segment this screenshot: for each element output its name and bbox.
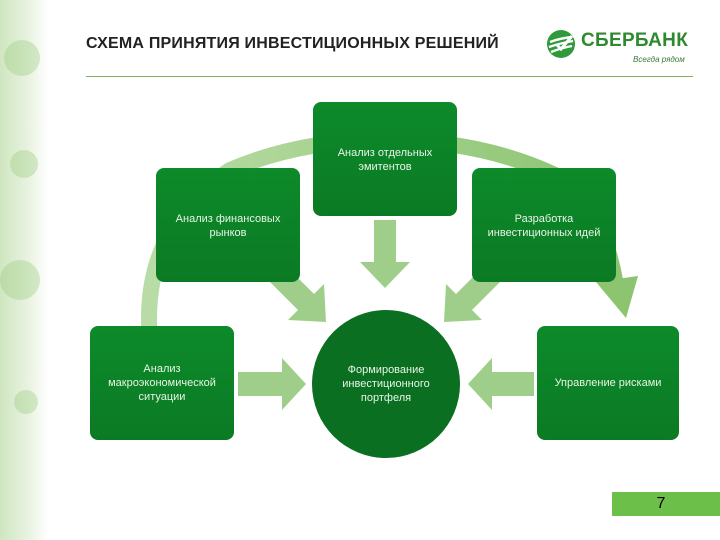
page-number: 7: [656, 495, 666, 512]
logo-name: СБЕРБАНК: [581, 30, 689, 51]
arrow-issuers-to-portfolio: [360, 220, 410, 288]
node-market-analysis-label: Анализ финансовых рынков: [175, 213, 281, 239]
node-issuer-analysis: Анализ отдельных эмитентов: [313, 102, 457, 216]
node-investment-ideas: Разработка инвестиционных идей: [472, 168, 616, 282]
sberbank-logo: СБЕРБАНК Всегда рядом: [545, 28, 695, 68]
node-portfolio-formation-label: Формирование инвестиционного портфеля: [342, 364, 430, 404]
title-divider: [86, 76, 693, 77]
node-risk-management: Управление рисками: [537, 326, 679, 440]
node-macro-analysis: Анализ макроэкономической ситуации: [90, 326, 234, 440]
node-portfolio-formation: Формирование инвестиционного портфеля: [312, 310, 460, 458]
sberbank-logo-icon: [547, 30, 575, 58]
node-market-analysis: Анализ финансовых рынков: [156, 168, 300, 282]
left-decoration: [0, 0, 48, 540]
arrow-risk-to-portfolio: [468, 358, 534, 410]
node-investment-ideas-label: Разработка инвестиционных идей: [487, 213, 601, 239]
node-macro-analysis-label: Анализ макроэкономической ситуации: [108, 363, 216, 403]
logo-slogan: Всегда рядом: [633, 55, 685, 64]
node-issuer-analysis-label: Анализ отдельных эмитентов: [337, 147, 433, 173]
page-number-band: [612, 492, 720, 516]
arrow-macro-to-portfolio: [238, 358, 306, 410]
node-risk-management-label: Управление рисками: [554, 377, 662, 389]
page-title: СХЕМА ПРИНЯТИЯ ИНВЕСТИЦИОННЫХ РЕШЕНИЙ: [86, 35, 499, 52]
cycle-arc-arrowhead: [596, 276, 638, 318]
